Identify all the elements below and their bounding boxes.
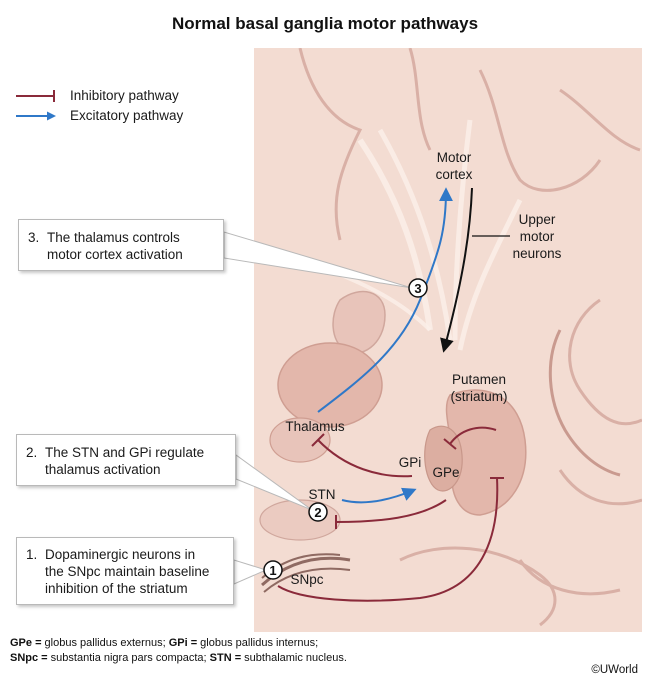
marker-3: 3 xyxy=(408,278,428,298)
thalamus-label: Thalamus xyxy=(285,419,345,434)
gpi-label: GPi xyxy=(398,455,422,470)
callout-2-line2: thalamus activation xyxy=(45,462,161,477)
putamen-label-line1: Putamen xyxy=(451,372,507,387)
callout-3: 3. The thalamus controls motor cortex ac… xyxy=(18,219,224,271)
putamen-label: Putamen (striatum) xyxy=(438,371,520,405)
umn-label-line1: Upper xyxy=(518,212,556,227)
thalamocortical-excitatory-path xyxy=(317,187,453,413)
putamen-label-line2: (striatum) xyxy=(450,389,508,404)
snpc-abbr: SNpc = xyxy=(10,652,48,664)
gpe-def: globus pallidus externus; xyxy=(41,637,169,649)
marker-3-number: 3 xyxy=(414,281,421,296)
stn-excitatory-path xyxy=(341,487,417,504)
legend-inhibitory-label: Inhibitory pathway xyxy=(70,88,179,103)
callout-1: 1. Dopaminergic neurons in the SNpc main… xyxy=(16,537,234,605)
inhibitory-pathway-icon xyxy=(16,90,55,102)
callout-2-pointer xyxy=(235,454,313,511)
footnote-line2: SNpc = substantia nigra pars compacta; S… xyxy=(10,651,347,666)
callout-3-number: 3. xyxy=(28,230,40,245)
copyright: ©UWorld xyxy=(591,664,638,676)
page-title: Normal basal ganglia motor pathways xyxy=(171,14,479,33)
gpe-stn-inhibitory-path xyxy=(335,499,447,523)
brain-tissue xyxy=(254,48,642,632)
motor-cortex-label-line1: Motor xyxy=(436,150,472,165)
excitatory-pathway-icon xyxy=(16,111,56,121)
snpc-label: SNpc xyxy=(290,572,324,587)
upper-motor-neuron-tract xyxy=(440,187,473,353)
stn-def: subthalamic nucleus. xyxy=(241,652,347,664)
legend-inhibitory: Inhibitory pathway xyxy=(14,86,183,106)
callout-2-line1: The STN and GPi regulate xyxy=(45,445,205,460)
legend: Inhibitory pathway Excitatory pathway xyxy=(14,86,183,126)
callout-1-line3: inhibition of the striatum xyxy=(45,581,188,596)
callout-2-number: 2. xyxy=(26,445,38,460)
gpi-abbr: GPi = xyxy=(168,637,198,649)
gpe-label: GPe xyxy=(432,465,460,480)
callout-3-pointer xyxy=(223,231,413,289)
upper-motor-neurons-label: Upper motor neurons xyxy=(502,211,572,262)
snpc-striatum-inhibitory-path xyxy=(277,477,499,602)
callout-3-line1: The thalamus controls xyxy=(47,230,180,245)
marker-1: 1 xyxy=(263,560,283,580)
callout-1-line1: Dopaminergic neurons in xyxy=(45,547,196,562)
callout-1-line2: the SNpc maintain baseline xyxy=(45,564,210,579)
umn-label-line3: neurons xyxy=(512,246,562,261)
legend-excitatory-label: Excitatory pathway xyxy=(70,108,184,123)
gpe-abbr: GPe = xyxy=(10,637,42,649)
footnote-line1: GPe = globus pallidus externus; GPi = gl… xyxy=(10,636,347,651)
marker-2: 2 xyxy=(308,502,328,522)
stn-label: STN xyxy=(308,487,336,502)
motor-cortex-label: Motor cortex xyxy=(424,149,484,183)
callout-1-pointer xyxy=(233,559,268,585)
abbreviation-footnote: GPe = globus pallidus externus; GPi = gl… xyxy=(10,636,347,666)
legend-excitatory: Excitatory pathway xyxy=(14,106,183,126)
marker-1-number: 1 xyxy=(269,563,276,578)
motor-cortex-label-line2: cortex xyxy=(435,167,473,182)
callout-3-line2: motor cortex activation xyxy=(47,247,183,262)
umn-label-line2: motor xyxy=(519,229,555,244)
stn-abbr: STN = xyxy=(209,652,242,664)
snpc-def: substantia nigra pars compacta; xyxy=(47,652,210,664)
marker-2-number: 2 xyxy=(314,505,321,520)
callout-2: 2. The STN and GPi regulate thalamus act… xyxy=(16,434,236,486)
gpi-thalamus-inhibitory-path xyxy=(317,439,413,478)
callout-1-number: 1. xyxy=(26,547,38,562)
putamen-gpe-inhibitory-path xyxy=(449,426,497,445)
gpi-def: globus pallidus internus; xyxy=(197,637,319,649)
